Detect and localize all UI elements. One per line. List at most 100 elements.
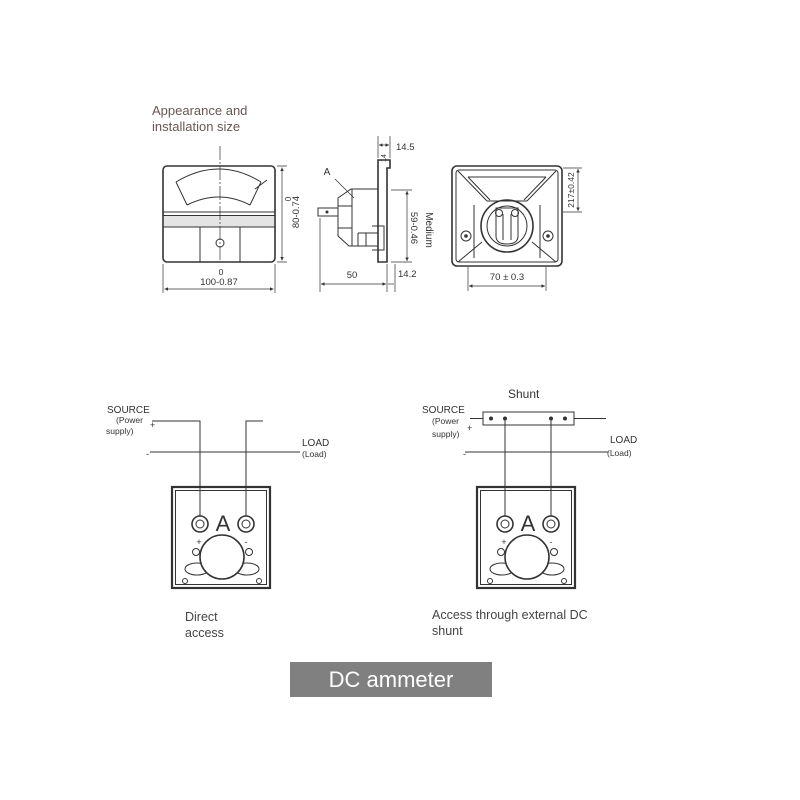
front-view: 0 80-0.74 0 100-0.87: [162, 146, 302, 293]
terminal-minus-core: [241, 519, 251, 529]
back-outline: [451, 165, 563, 267]
side-depth-dimension: 50: [347, 270, 358, 281]
back-view: 217±0.42 70 ± 0.3: [451, 165, 582, 291]
shunt-terminal-1: [489, 416, 493, 421]
back-terminal-yoke: [495, 207, 519, 245]
front-scale-shade: [164, 216, 274, 227]
shunt-caption-line-2: shunt: [432, 624, 463, 638]
ammeter-symbol: A: [521, 511, 536, 536]
shunt-source-sub-1: (Power: [432, 416, 459, 426]
back-screw-hole-right: [542, 230, 554, 242]
side-stud: [317, 207, 339, 217]
shunt-resistor: [482, 411, 575, 426]
direct-source-label: SOURCE: [107, 405, 150, 416]
shunt-source-minus: -: [463, 449, 466, 459]
front-height-value: 80-0.74: [291, 196, 302, 228]
heading-line-2: installation size: [152, 119, 240, 134]
side-flange-dimension: 14.2: [398, 269, 417, 280]
ammeter-outer-frame: [170, 485, 272, 590]
side-stud-dot: [325, 210, 329, 214]
part-a-label: A: [324, 167, 331, 178]
terminal-plus-core: [195, 519, 205, 529]
ammeter-pin-right: [245, 548, 253, 556]
front-bezel: [162, 165, 276, 263]
terminal-minus: [542, 515, 560, 533]
shunt-wires: [465, 418, 608, 516]
zero-adjust-screw: [215, 238, 225, 248]
terminal-plus-sign: +: [501, 537, 506, 547]
front-width-value: 100-0.87: [200, 277, 238, 288]
side-body: [337, 188, 385, 251]
back-screw-hole-right-center: [546, 234, 550, 238]
shunt-load-sub: (Load): [607, 448, 632, 458]
side-top-dimension: 14.5: [396, 142, 415, 153]
direct-load-sub: (Load): [302, 449, 327, 459]
ammeter-pin-left: [192, 548, 200, 556]
side-extension-lines: [319, 136, 412, 292]
shunt-caption-line-1: Access through external DC: [432, 608, 588, 622]
shunt-source-label: SOURCE: [422, 405, 465, 416]
shunt-terminal-2: [503, 416, 507, 421]
terminal-minus-sign: -: [245, 537, 248, 547]
back-width-dimension: 70 ± 0.3: [490, 272, 524, 283]
ammeter-direct: A + -: [170, 485, 272, 590]
side-small-dimension: 14: [381, 154, 388, 162]
terminal-plus-core: [500, 519, 510, 529]
banner-label: DC ammeter: [329, 667, 454, 692]
back-movement-housing: [480, 199, 534, 253]
direct-source-plus: +: [150, 420, 155, 430]
direct-caption-line-2: access: [185, 626, 224, 640]
terminal-plus: [191, 515, 209, 533]
direct-access-diagram: SOURCE (Power supply) + - LOAD (Load) A …: [106, 405, 329, 640]
side-height-dimension: 59-0.46: [408, 212, 419, 244]
side-medium-note: Medium: [423, 212, 434, 248]
ammeter-shunt: A + -: [475, 485, 577, 590]
front-width-tolerance: 0: [219, 267, 224, 277]
heading-line-1: Appearance and: [152, 103, 247, 118]
direct-caption-line-1: Direct: [185, 610, 218, 624]
ammeter-inner-frame: [480, 490, 572, 585]
ammeter-outer-frame: [475, 485, 577, 590]
direct-source-sub-1: (Power: [116, 415, 143, 425]
ammeter-symbol: A: [216, 511, 231, 536]
front-height-tolerance: 0: [283, 196, 293, 201]
back-terminal-left: [495, 209, 503, 217]
terminal-minus-core: [546, 519, 556, 529]
mount-hole-left: [487, 578, 493, 584]
shunt-access-diagram: Shunt SOURCE (Power supply) + - LOAD (Lo…: [422, 387, 637, 638]
back-inner-outline: [455, 169, 559, 263]
direct-source-sub-2: supply): [106, 426, 134, 436]
side-flange: [377, 159, 391, 263]
direct-wires: [150, 420, 300, 516]
terminal-minus-sign: -: [550, 537, 553, 547]
ammeter-inner-frame: [175, 490, 267, 585]
back-vertical-dimension: 217±0.42: [566, 172, 576, 208]
terminal-plus: [496, 515, 514, 533]
banner-background: [290, 662, 492, 697]
ammeter-movement: [199, 534, 245, 580]
shunt-terminal-4: [563, 416, 567, 421]
direct-source-minus: -: [146, 449, 149, 459]
front-extension-lines: [162, 165, 287, 293]
shunt-source-plus: +: [467, 423, 472, 433]
shunt-terminal-3: [549, 416, 553, 421]
back-extension-lines: [467, 167, 582, 291]
ammeter-pin-left: [497, 548, 505, 556]
direct-load-label: LOAD: [302, 438, 329, 449]
front-scale-and-window: [163, 168, 275, 262]
back-screw-hole-left: [460, 230, 472, 242]
side-view: A 14.5 14 50 14.2 59-0.46 Medium: [317, 136, 434, 292]
part-a-leader: [334, 178, 355, 199]
shunt-load-label: LOAD: [610, 435, 637, 446]
mount-hole-right: [561, 578, 567, 584]
product-banner: DC ammeter: [290, 662, 492, 697]
shunt-source-sub-2: supply): [432, 429, 460, 439]
terminal-plus-sign: +: [196, 537, 201, 547]
back-bracket-lines: [457, 170, 557, 263]
mount-hole-right: [256, 578, 262, 584]
shunt-label: Shunt: [508, 387, 540, 401]
back-screw-hole-left-center: [464, 234, 468, 238]
terminal-minus: [237, 515, 255, 533]
ammeter-movement: [504, 534, 550, 580]
